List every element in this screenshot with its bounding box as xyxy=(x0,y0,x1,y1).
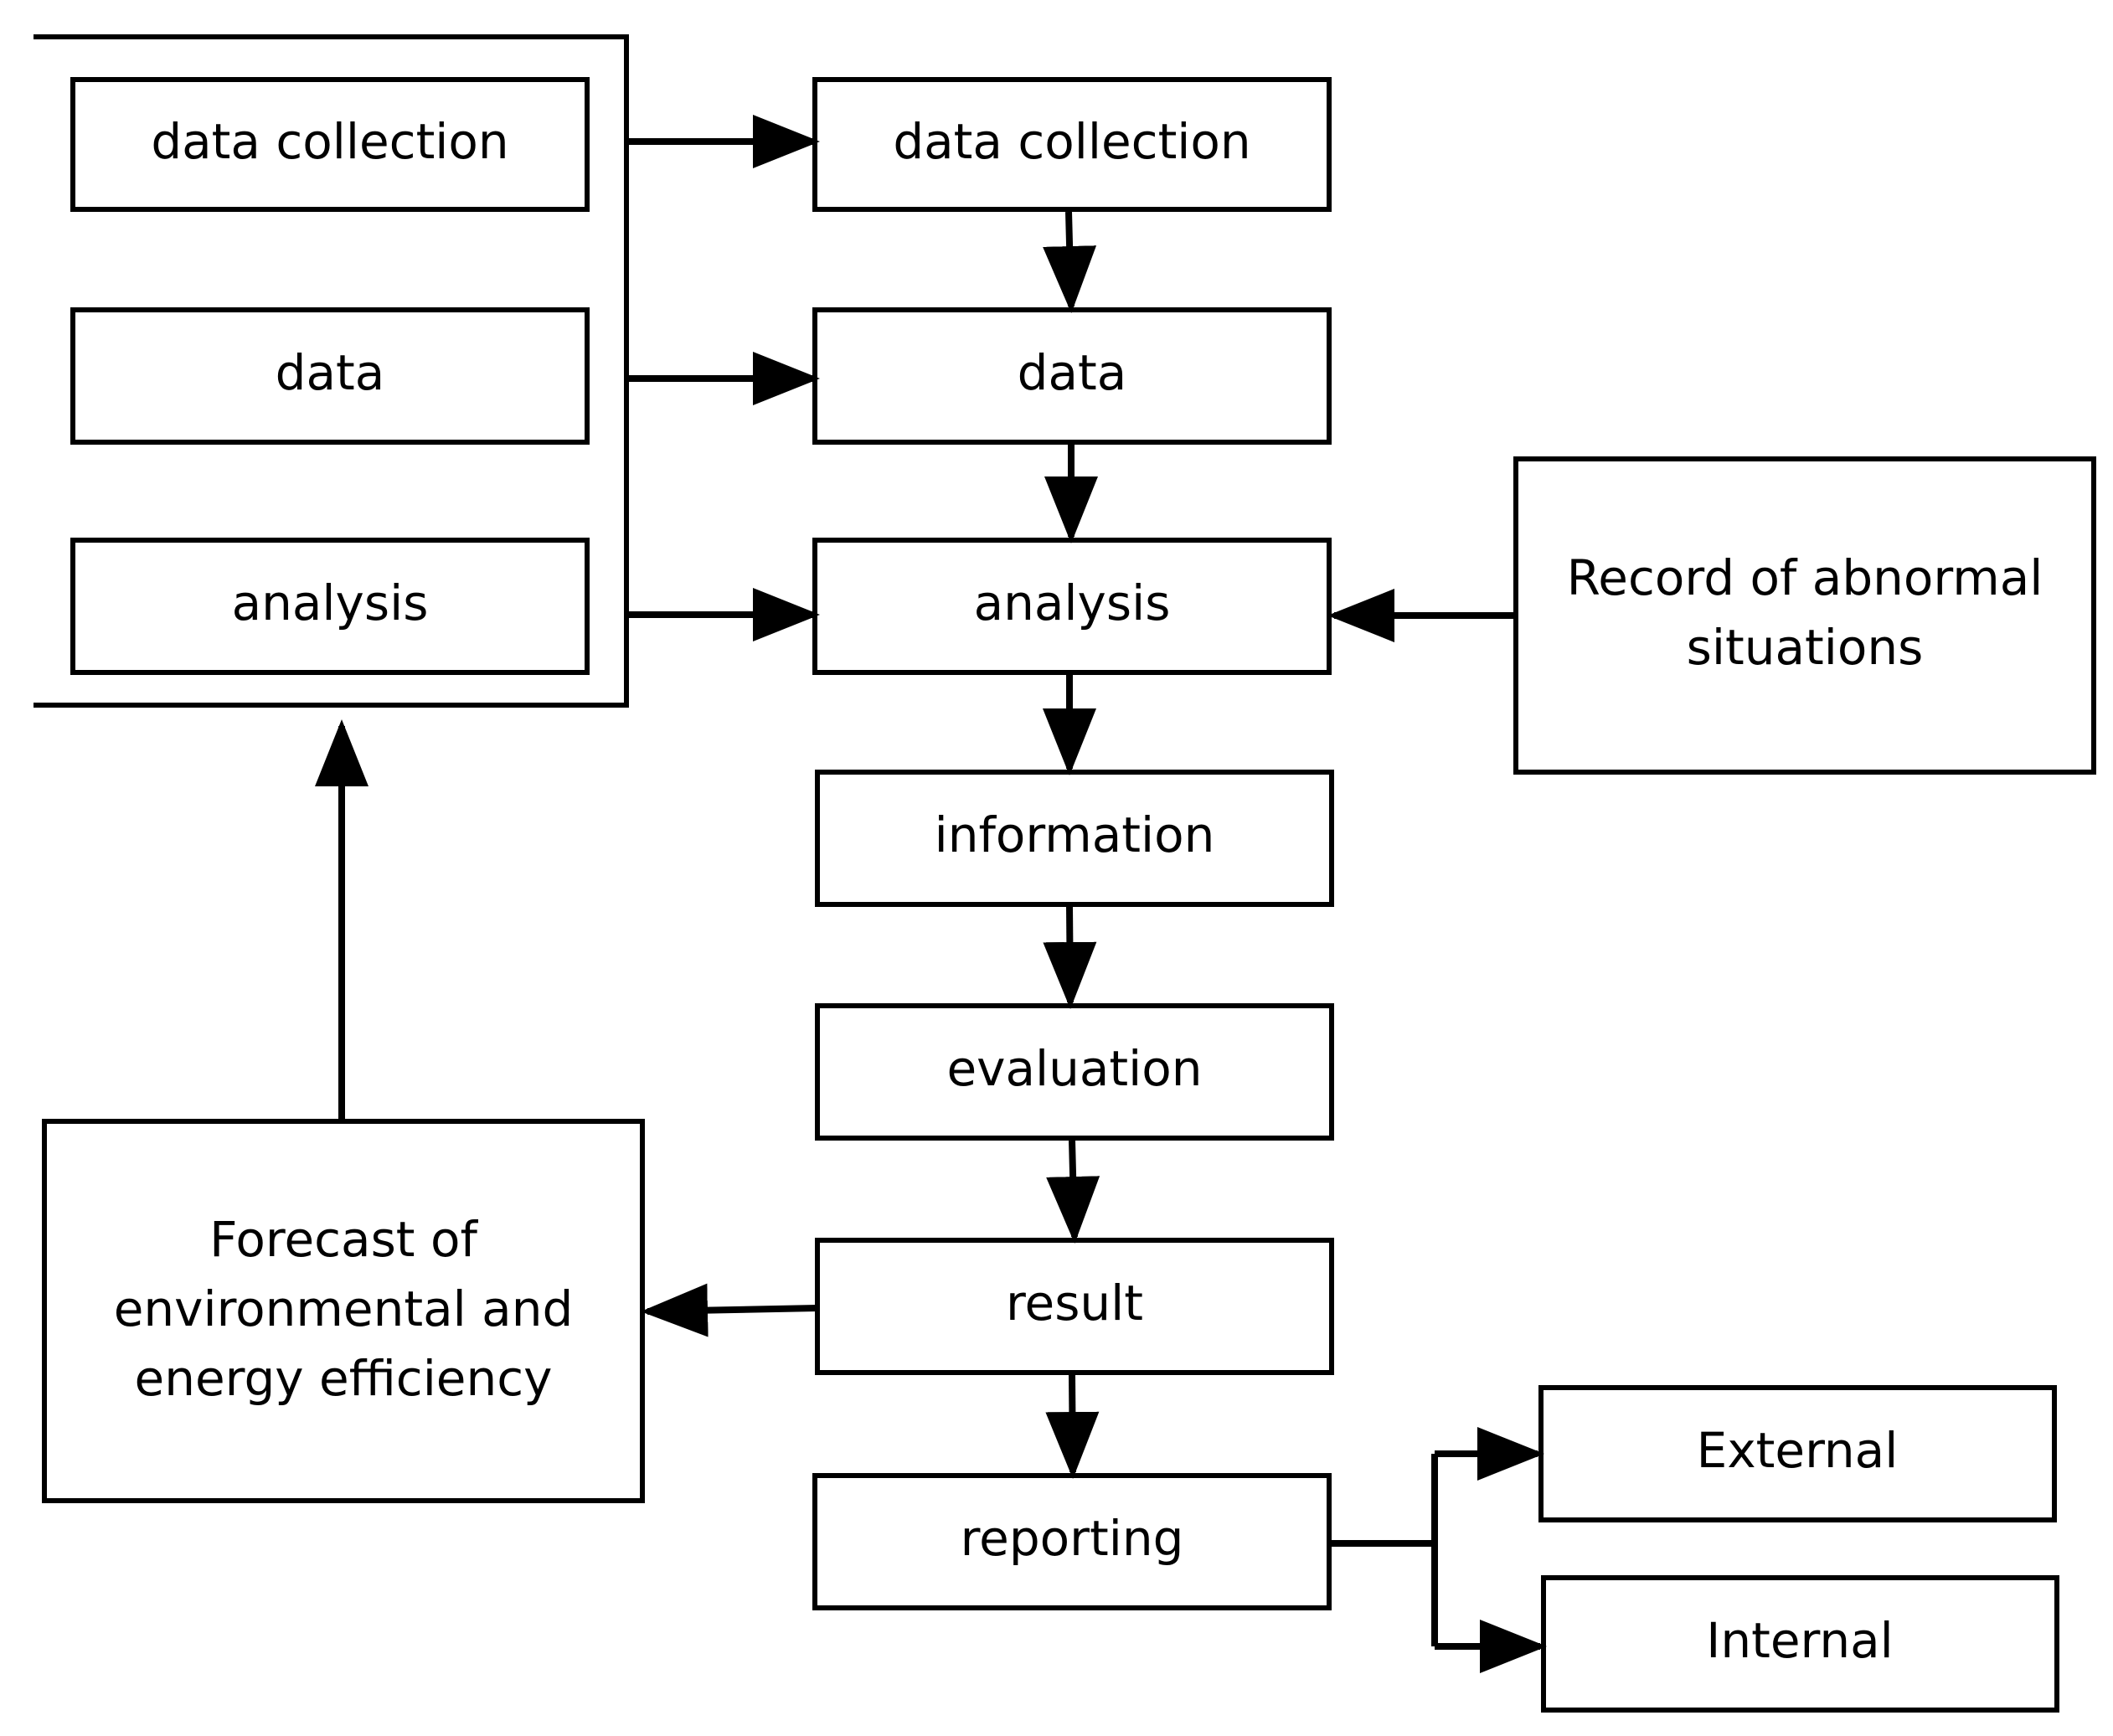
internal-label: Internal xyxy=(1706,1612,1894,1669)
forecast-line-3: energy efficiency xyxy=(135,1350,553,1407)
left-data-box xyxy=(70,307,590,445)
main-result-label: result xyxy=(1006,1275,1143,1332)
left-data-collection-label: data collection xyxy=(151,113,508,170)
main-information-label: information xyxy=(935,806,1215,863)
main-reporting-box xyxy=(812,1473,1332,1610)
forecast-line-2: environmental and xyxy=(114,1280,574,1337)
main-reporting-label: reporting xyxy=(961,1510,1184,1567)
main-analysis-label: analysis xyxy=(974,574,1171,631)
main-analysis-box xyxy=(812,538,1332,675)
main-information-box xyxy=(815,770,1334,907)
main-data-collection-label: data collection xyxy=(893,113,1250,170)
record-abnormal-situations-box xyxy=(1513,456,2096,775)
left-analysis-label: analysis xyxy=(232,574,429,631)
record-line-2: situations xyxy=(1687,619,1924,676)
arrow-result-to-reporting xyxy=(1045,1374,1100,1479)
left-group-frame xyxy=(33,34,629,708)
record-line-1: Record of abnormal xyxy=(1567,549,2043,606)
left-data-collection-box xyxy=(70,77,590,212)
main-evaluation-label: evaluation xyxy=(946,1040,1202,1097)
arrow-evaluation-to-result xyxy=(1046,1140,1100,1244)
main-data-label: data xyxy=(1018,344,1127,401)
arrow-information-to-evaluation xyxy=(1043,906,1097,1009)
main-result-box xyxy=(815,1238,1334,1375)
left-analysis-box xyxy=(70,538,590,675)
forecast-line-1: Forecast of xyxy=(209,1211,478,1268)
arrow-result-to-forecast xyxy=(641,1283,818,1337)
left-data-label: data xyxy=(276,344,385,401)
forecast-box xyxy=(42,1119,645,1503)
external-box xyxy=(1538,1385,2057,1522)
arrow-data-collection-to-data xyxy=(1043,211,1097,313)
external-label: External xyxy=(1697,1422,1899,1479)
main-data-collection-box xyxy=(812,77,1332,212)
main-evaluation-box xyxy=(815,1003,1334,1141)
